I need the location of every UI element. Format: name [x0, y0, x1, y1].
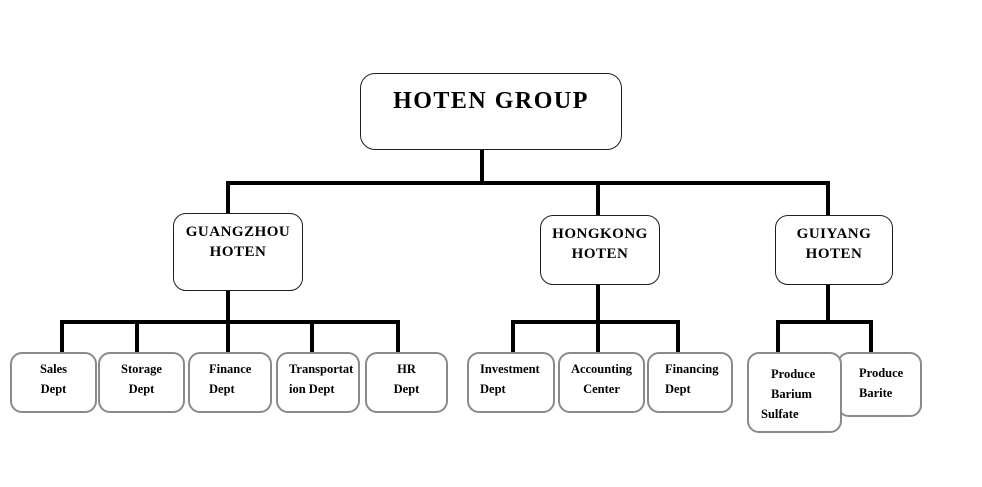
connector-hongkong-rail — [511, 320, 680, 324]
org-node-label: Dept — [40, 382, 67, 396]
org-node-label: Sales — [39, 362, 68, 376]
org-node-label: GUIYANG — [796, 226, 872, 242]
org-node-produce-barium-sulfate: Produce Barium Sulfate — [747, 352, 842, 433]
org-node-label: HOTEN — [571, 246, 629, 262]
connector-drop-financing — [676, 322, 680, 352]
org-node-label: Barium — [771, 387, 812, 401]
org-node-label: Dept — [209, 382, 235, 396]
connector-drop-hr — [396, 322, 400, 352]
org-node-finance-dept: Finance Dept — [188, 352, 272, 413]
org-node-label: Dept — [480, 382, 506, 396]
org-node-label: HOTEN GROUP — [393, 88, 589, 114]
org-node-label: Sulfate — [761, 407, 799, 421]
org-node-hr-dept: HR Dept — [365, 352, 448, 413]
connector-drop-hongkong — [596, 183, 600, 215]
connector-guiyang-stem — [826, 285, 830, 322]
org-node-label: Dept — [665, 382, 691, 396]
org-node-label: ion Dept — [289, 382, 335, 396]
connector-guangzhou-rail — [60, 320, 400, 324]
org-node-guangzhou-hoten: GUANGZHOU HOTEN — [173, 213, 303, 291]
org-node-label: Finance — [209, 362, 252, 376]
org-node-label: HOTEN — [805, 246, 863, 262]
org-node-guiyang-hoten: GUIYANG HOTEN — [775, 215, 893, 285]
org-node-storage-dept: Storage Dept — [98, 352, 185, 413]
connector-drop-barium — [776, 322, 780, 352]
org-node-investment-dept: Investment Dept — [467, 352, 555, 413]
org-node-accounting-center: Accounting Center — [558, 352, 645, 413]
connector-guiyang-rail — [776, 320, 873, 324]
connector-drop-barite — [869, 322, 873, 352]
org-node-label: Financing — [665, 362, 719, 376]
connector-level1-rail — [226, 181, 830, 185]
org-node-label: Dept — [393, 382, 420, 396]
org-node-transportation-dept: Transportat ion Dept — [276, 352, 360, 413]
org-node-label: HOTEN — [209, 244, 267, 260]
org-node-label: Center — [583, 382, 620, 396]
org-node-sales-dept: Sales Dept — [10, 352, 97, 413]
org-node-label: Investment — [480, 362, 540, 376]
connector-drop-guangzhou — [226, 183, 230, 213]
org-node-produce-barite: Produce Barite — [837, 352, 922, 417]
connector-drop-guiyang — [826, 183, 830, 215]
org-node-label: Storage — [121, 362, 162, 376]
org-node-label: Barite — [859, 386, 893, 400]
org-node-financing-dept: Financing Dept — [647, 352, 733, 413]
org-node-label: Transportat — [289, 362, 354, 376]
org-node-label: HONGKONG — [552, 226, 648, 242]
org-node-label: Produce — [859, 366, 904, 380]
org-node-hongkong-hoten: HONGKONG HOTEN — [540, 215, 660, 285]
org-node-label: Dept — [128, 382, 155, 396]
org-node-label: Accounting — [570, 362, 633, 376]
connector-hongkong-stem — [596, 285, 600, 352]
connector-root-stem — [480, 150, 484, 185]
connector-drop-investment — [511, 322, 515, 352]
org-node-label: GUANGZHOU — [185, 224, 291, 240]
connector-drop-storage — [135, 322, 139, 352]
org-node-hoten-group: HOTEN GROUP — [360, 73, 622, 150]
connector-drop-transportation — [310, 322, 314, 352]
connector-drop-sales — [60, 322, 64, 352]
org-node-label: Produce — [771, 367, 816, 381]
org-node-label: HR — [397, 362, 416, 376]
